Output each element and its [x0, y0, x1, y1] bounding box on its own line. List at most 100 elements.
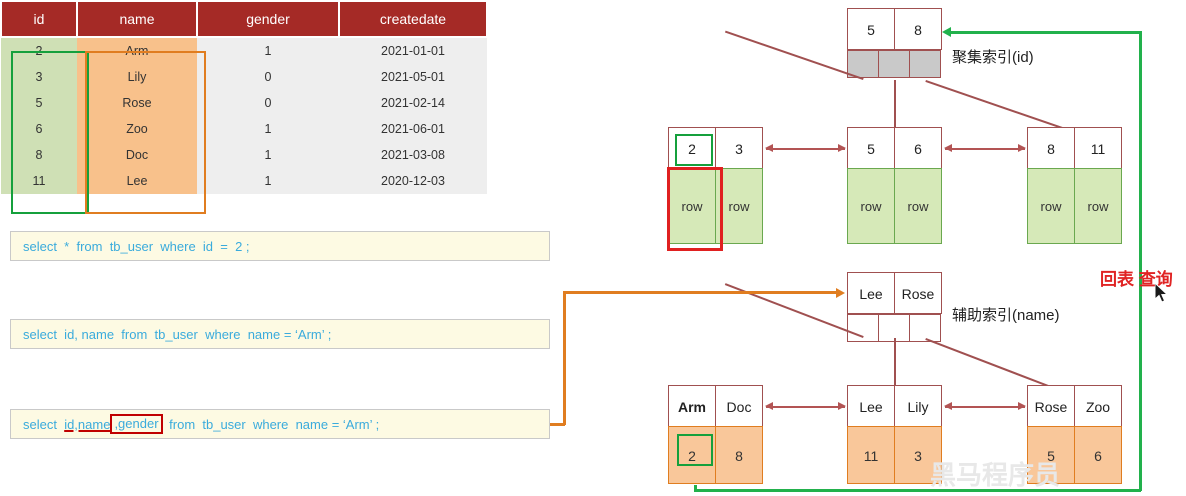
cell-id: 3 [1, 64, 77, 90]
clustered-leaf-values: row row [1027, 168, 1122, 244]
secondary-leaf-id: 5 [1027, 426, 1075, 484]
secondary-tree-edge-middle [894, 338, 896, 386]
secondary-sibling-link-1 [765, 403, 846, 409]
secondary-leaf-values: 2 8 [668, 426, 763, 484]
secondary-index-label: 辅助索引(name) [952, 307, 1060, 324]
clustered-leaf-values: row row [847, 168, 942, 244]
cell-id: 8 [1, 142, 77, 168]
clustered-leaf-key: 6 [894, 127, 942, 169]
secondary-leaf-id: 8 [715, 426, 763, 484]
table-row: 3 Lily 0 2021-05-01 [1, 64, 487, 90]
sql-text-1: select * from tb_user where id = 2 ; [23, 238, 250, 254]
clustered-root-key: 5 [847, 8, 895, 50]
secondary-leaf-key: Zoo [1074, 385, 1122, 427]
cell-createdate: 2021-03-08 [339, 142, 487, 168]
query-flow-arrowhead [836, 287, 845, 298]
cell-createdate: 2021-02-14 [339, 90, 487, 116]
cell-gender: 1 [197, 168, 339, 194]
sql-text-3-boxed: ,gender [110, 414, 163, 434]
cell-gender: 0 [197, 90, 339, 116]
pointer-cell [878, 50, 910, 78]
secondary-root-keys: Lee Rose [847, 272, 942, 314]
pointer-cell [909, 50, 941, 78]
secondary-leaf-node-3: Rose Zoo 5 6 [1027, 385, 1122, 484]
query-flow-tail [550, 423, 565, 426]
cell-id: 5 [1, 90, 77, 116]
clustered-root-key: 8 [894, 8, 942, 50]
clustered-leaf-key: 5 [847, 127, 895, 169]
clustered-root-pointers [847, 50, 941, 78]
query-flow-vertical [563, 291, 566, 425]
secondary-leaf-id: 6 [1074, 426, 1122, 484]
tree-edge-left [724, 31, 864, 80]
lookup-flow-right [1139, 31, 1142, 491]
clustered-leaf-row: row [1027, 168, 1075, 244]
table-row: 8 Doc 1 2021-03-08 [1, 142, 487, 168]
sql-text-3-prefix: select [23, 416, 65, 432]
clustered-leaf-key: 3 [715, 127, 763, 169]
tree-edge-right [925, 80, 1065, 129]
lookup-flow-stub [694, 485, 697, 492]
secondary-leaf-key: Lee [847, 385, 895, 427]
cell-gender: 0 [197, 64, 339, 90]
clustered-root-node: 5 8 [847, 8, 942, 78]
watermark-text: 黑马程序员 [930, 460, 1061, 490]
clustered-root-keys: 5 8 [847, 8, 942, 50]
cell-name: Zoo [77, 116, 197, 142]
secondary-leaf-id: 3 [894, 426, 942, 484]
cell-createdate: 2021-06-01 [339, 116, 487, 142]
lookup-flow-top [951, 31, 1141, 34]
sql-statement-3: select id,name,gender from tb_user where… [10, 409, 550, 439]
clustered-leaf-row: row [894, 168, 942, 244]
secondary-root-pointers [847, 314, 941, 342]
clustered-sibling-link-1 [765, 145, 846, 151]
sql-statement-2: select id, name from tb_user where name … [10, 319, 550, 349]
cell-name: Lee [77, 168, 197, 194]
secondary-leaf-values: 5 6 [1027, 426, 1122, 484]
column-header-name: name [76, 0, 198, 38]
clustered-leaf-row: row [1074, 168, 1122, 244]
clustered-leaf-key: 11 [1074, 127, 1122, 169]
clustered-leaf-key: 2 [668, 127, 716, 169]
clustered-leaf-keys: 8 11 [1027, 127, 1122, 169]
cell-gender: 1 [197, 142, 339, 168]
tree-edge-middle [894, 80, 896, 128]
clustered-leaf-node-3: 8 11 row row [1027, 127, 1122, 244]
secondary-leaf-keys: Lee Lily [847, 385, 942, 427]
cell-id: 2 [1, 37, 77, 64]
sql-statement-1: select * from tb_user where id = 2 ; [10, 231, 550, 261]
secondary-leaf-key: Rose [1027, 385, 1075, 427]
cell-id: 11 [1, 168, 77, 194]
table-row: 5 Rose 0 2021-02-14 [1, 90, 487, 116]
secondary-leaf-id: 11 [847, 426, 895, 484]
clustered-leaf-node-2: 5 6 row row [847, 127, 942, 244]
clustered-leaf-row: row [715, 168, 763, 244]
secondary-leaf-values: 11 3 [847, 426, 942, 484]
user-data-table: id name gender createdate 2 Arm 1 2021-0… [0, 0, 488, 194]
column-header-id: id [0, 0, 78, 38]
pointer-cell [909, 314, 941, 342]
secondary-leaf-keys: Arm Doc [668, 385, 763, 427]
table-row: 2 Arm 1 2021-01-01 [1, 37, 487, 64]
secondary-root-node: Lee Rose [847, 272, 942, 342]
secondary-leaf-id: 2 [668, 426, 716, 484]
query-flow-horizontal [563, 291, 838, 294]
secondary-leaf-node-1: Arm Doc 2 8 [668, 385, 763, 484]
cell-createdate: 2020-12-03 [339, 168, 487, 194]
secondary-leaf-node-2: Lee Lily 11 3 [847, 385, 942, 484]
clustered-leaf-row: row [847, 168, 895, 244]
cell-gender: 1 [197, 37, 339, 64]
table-header-row: id name gender createdate [0, 0, 488, 38]
clustered-leaf-values: row row [668, 168, 763, 244]
secondary-leaf-keys: Rose Zoo [1027, 385, 1122, 427]
clustered-leaf-keys: 5 6 [847, 127, 942, 169]
sql-text-3-underlined: id,name [64, 416, 111, 432]
clustered-leaf-key: 8 [1027, 127, 1075, 169]
sql-text-3-suffix: from tb_user where name = ‘Arm’ ; [165, 416, 380, 432]
clustered-leaf-keys: 2 3 [668, 127, 763, 169]
cell-id: 6 [1, 116, 77, 142]
table-row: 11 Lee 1 2020-12-03 [1, 168, 487, 194]
cell-createdate: 2021-05-01 [339, 64, 487, 90]
secondary-sibling-link-2 [944, 403, 1026, 409]
secondary-root-key: Lee [847, 272, 895, 314]
